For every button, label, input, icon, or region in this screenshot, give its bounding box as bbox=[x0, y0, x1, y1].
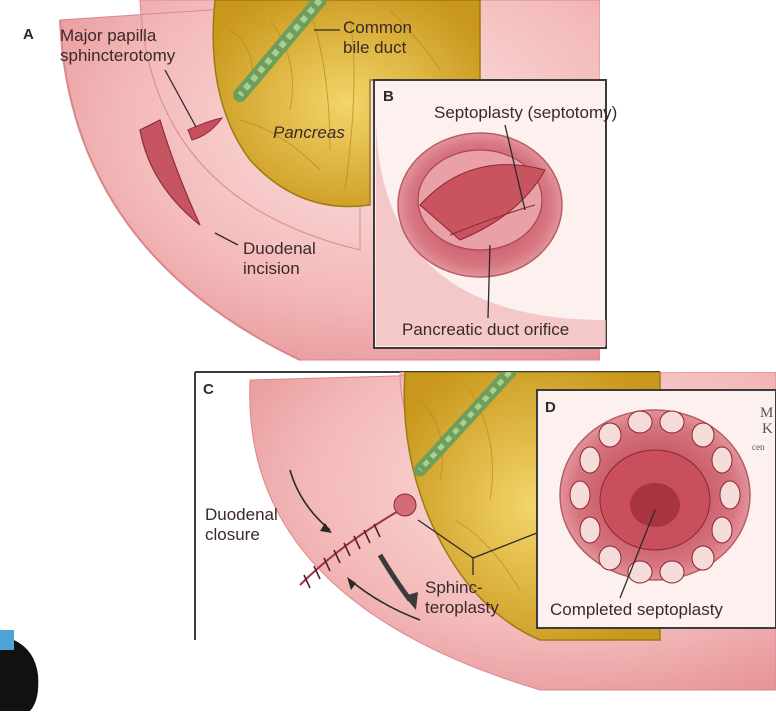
common-bile-duct-label-line2: bile duct bbox=[343, 38, 406, 58]
duodenal-incision-label-line2: incision bbox=[243, 259, 300, 279]
corner-accent bbox=[0, 630, 14, 650]
septoplasty-label: Septoplasty (septotomy) bbox=[434, 103, 617, 123]
panel-b-letter: B bbox=[383, 88, 394, 105]
common-bile-duct-label-line1: Common bbox=[343, 18, 412, 38]
logo-line3: cen bbox=[752, 442, 765, 452]
panel-c-letter: C bbox=[203, 381, 214, 398]
duodenal-closure-label-line2: closure bbox=[205, 525, 260, 545]
sphincteroplasty-label-line2: teroplasty bbox=[425, 598, 499, 618]
corner-shape bbox=[0, 640, 38, 711]
panel-d-drawing bbox=[537, 390, 776, 628]
sphincteroplasty-label-line1: Sphinc- bbox=[425, 578, 483, 598]
logo-line1: M bbox=[760, 405, 773, 422]
logo-line2: K bbox=[762, 421, 773, 438]
major-papilla-label-line1: Major papilla bbox=[60, 26, 156, 46]
duodenal-closure-label-line1: Duodenal bbox=[205, 505, 278, 525]
duodenal-incision-label-line1: Duodenal bbox=[243, 239, 316, 259]
major-papilla-label-line2: sphincterotomy bbox=[60, 46, 175, 66]
panel-d-letter: D bbox=[545, 399, 556, 416]
pancreas-label: Pancreas bbox=[273, 123, 345, 143]
completed-septoplasty-label: Completed septoplasty bbox=[550, 600, 723, 620]
pancreatic-duct-orifice-label: Pancreatic duct orifice bbox=[402, 320, 569, 340]
panel-a-letter: A bbox=[23, 26, 34, 43]
